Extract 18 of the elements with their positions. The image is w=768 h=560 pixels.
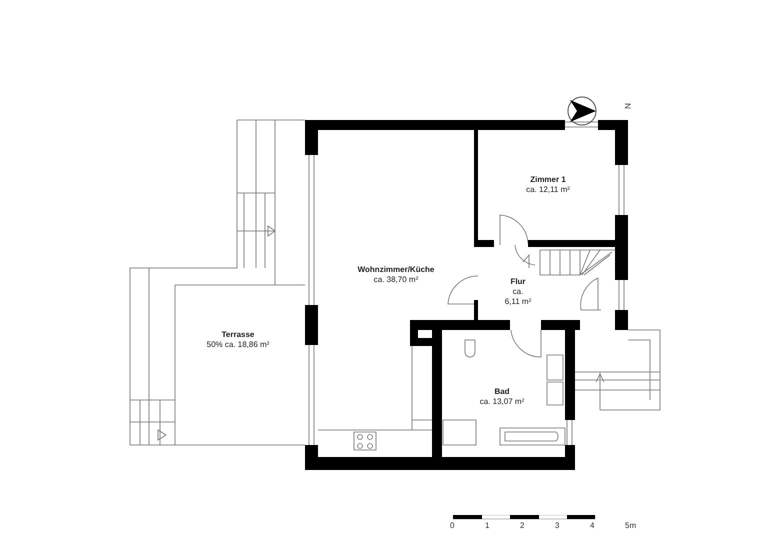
scale-label: 4 — [590, 522, 594, 530]
scale-label: 2 — [520, 522, 524, 530]
scale-label: 1 — [485, 522, 490, 530]
room-area-text: ca. 13,07 m² — [480, 397, 524, 407]
room-area-text: ca. — [512, 287, 524, 297]
scale-label: 5m — [625, 522, 636, 530]
room-name: Bad — [494, 387, 510, 397]
room-name: Wohnzimmer/Küche — [358, 265, 434, 275]
scale-label: 0 — [450, 522, 454, 530]
room-name: Flur — [510, 277, 526, 287]
room-name: Zimmer 1 — [530, 175, 566, 185]
room-name: Terrasse — [222, 330, 254, 340]
room-area-text: ca. 12,11 m² — [526, 185, 570, 195]
room-area-text: ca. 38,70 m² — [374, 275, 418, 285]
room-area-text: 6,11 m² — [504, 297, 532, 307]
north-label: N — [622, 103, 631, 109]
room-area-text: 50% ca. 18,86 m² — [206, 340, 270, 350]
scale-label: 3 — [555, 522, 560, 530]
